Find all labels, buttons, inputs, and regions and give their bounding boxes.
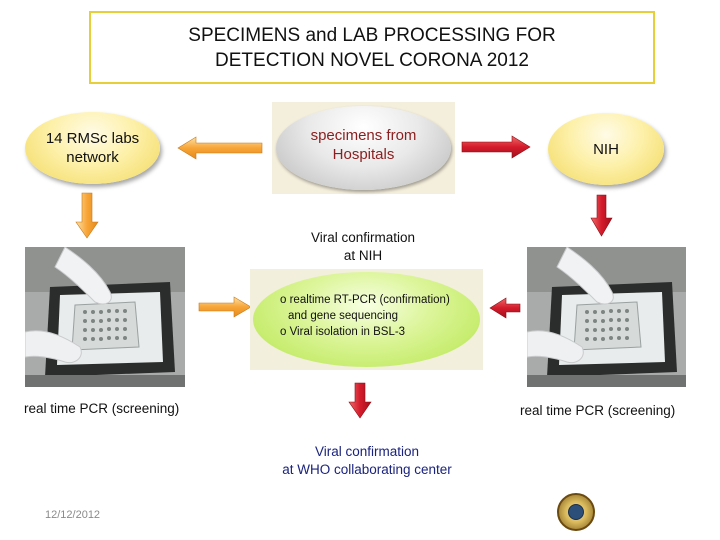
arrow-tests-to-who (348, 382, 372, 419)
arrow-rmsc-down (75, 192, 99, 239)
arrow-hospitals-to-rmsc (177, 136, 263, 160)
arrow-hospitals-to-nih (461, 135, 531, 159)
screening-label-left: real time PCR (screening) (24, 401, 180, 416)
tests-line-1: o realtime RT-PCR (confirmation) (280, 294, 450, 306)
hospitals-line-2: Hospitals (332, 146, 395, 163)
hospitals-line-1: specimens from (310, 127, 417, 144)
arrow-nih-down (590, 194, 613, 237)
viral-nih-line-1: Viral confirmation (310, 230, 416, 245)
nih-node: NIH (548, 113, 664, 185)
lab-photo-right (527, 247, 686, 387)
seal-emblem-icon (568, 504, 584, 520)
arrow-right-to-tests (489, 297, 521, 319)
title-line-2: DETECTION NOVEL CORONA 2012 (215, 49, 529, 71)
nih-tests-text: o realtime RT-PCR (confirmation) and gen… (280, 292, 480, 340)
slide-date: 12/12/2012 (45, 509, 101, 521)
who-line-1: Viral confirmation (314, 444, 420, 459)
viral-confirmation-nih: Viral confirmation at NIH (283, 229, 443, 265)
rmsc-line-1: 14 RMSc labs (45, 130, 140, 147)
tests-line-3: o Viral isolation in BSL-3 (280, 326, 406, 338)
nih-label: NIH (593, 140, 619, 158)
tests-line-2: and gene sequencing (288, 310, 398, 322)
viral-confirmation-who: Viral confirmation at WHO collaborating … (262, 443, 472, 479)
pcr-machine-illustration (25, 247, 185, 387)
title-box: SPECIMENS and LAB PROCESSING FOR DETECTI… (89, 11, 655, 84)
who-line-2: at WHO collaborating center (282, 462, 452, 477)
rmsc-labs-node: 14 RMSc labs network (25, 112, 160, 184)
rmsc-line-2: network (66, 149, 119, 166)
arrow-left-to-tests (198, 296, 252, 318)
seal-logo (557, 493, 595, 531)
lab-photo-left (25, 247, 185, 387)
pcr-machine-illustration (527, 247, 686, 387)
nih-tests-node (253, 272, 480, 367)
hospitals-node: specimens from Hospitals (276, 106, 451, 190)
screening-label-right: real time PCR (screening) (520, 403, 676, 418)
viral-nih-line-2: at NIH (343, 248, 383, 263)
title-line-1: SPECIMENS and LAB PROCESSING FOR (188, 24, 556, 46)
